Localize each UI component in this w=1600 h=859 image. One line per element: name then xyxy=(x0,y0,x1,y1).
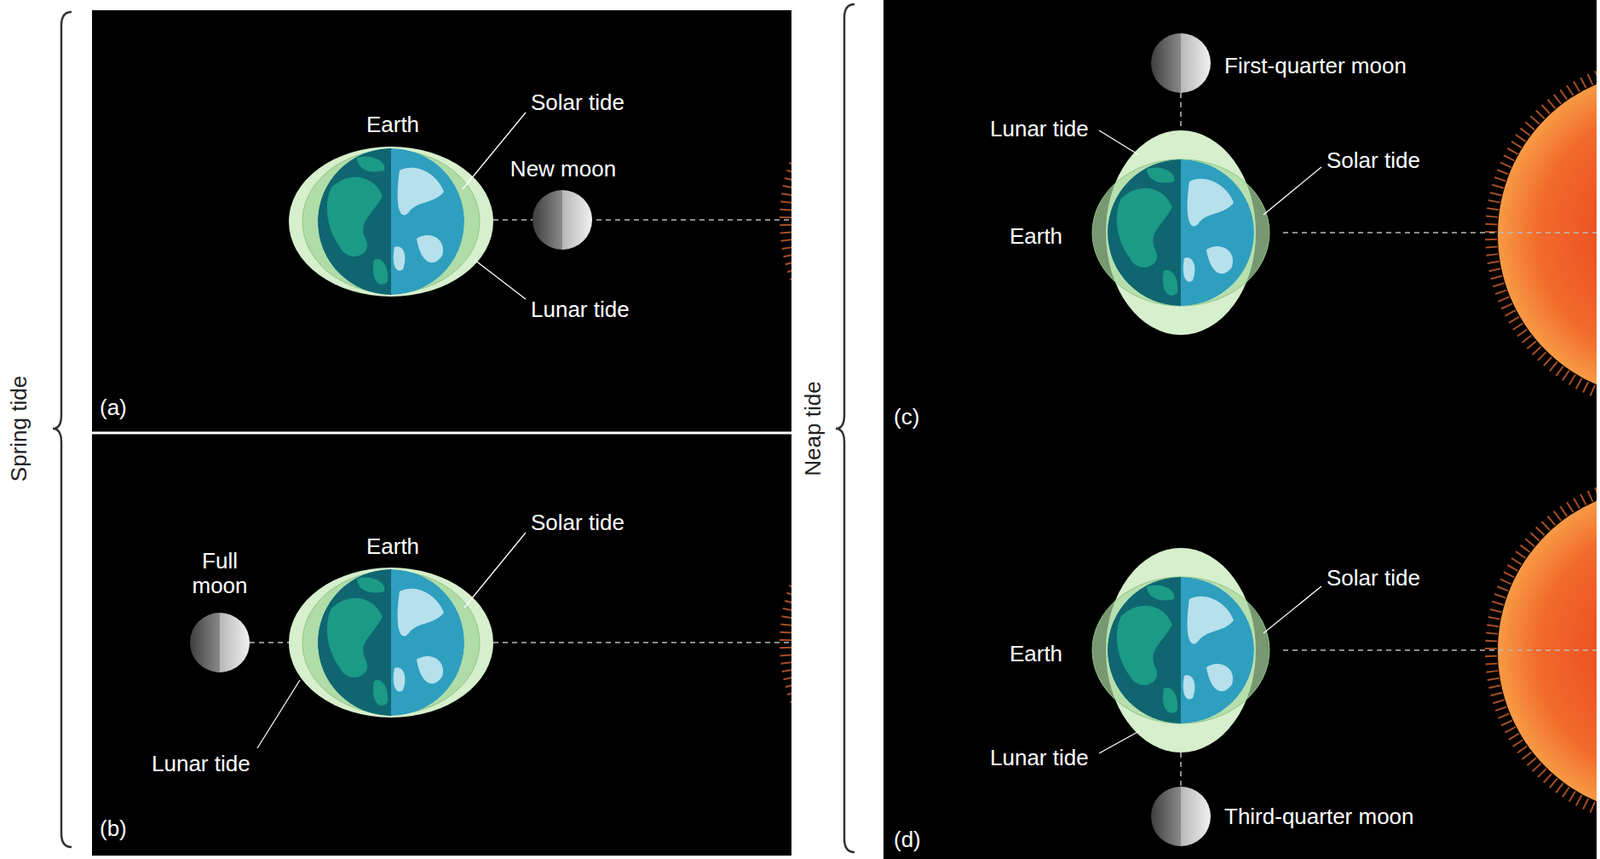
earth xyxy=(317,148,465,295)
figure-panel: (d) xyxy=(883,429,1597,859)
panel-letter: (a) xyxy=(99,395,127,421)
figure-panel: (a) xyxy=(92,10,792,433)
lunar-tide-bulge xyxy=(1105,547,1256,753)
lunar-tide-bulge xyxy=(288,146,494,297)
tide-label: Lunar tide xyxy=(530,297,630,323)
panel-letter: (b) xyxy=(99,816,127,841)
moon-phase-label: Full moon xyxy=(177,548,263,598)
bracket-label: Neap tide xyxy=(800,380,826,476)
bracket-label: Spring tide xyxy=(6,375,32,482)
moon-phase-label: Third-quarter moon xyxy=(1224,804,1415,829)
tide-label: Lunar tide xyxy=(989,745,1089,771)
panel-ground xyxy=(883,0,1597,430)
lunar-tide-bulge xyxy=(1105,130,1256,335)
body-label: Earth xyxy=(366,534,420,559)
spring-bracket xyxy=(52,11,72,847)
moon xyxy=(189,612,250,673)
sun xyxy=(1490,480,1597,822)
figure-panel: (b) xyxy=(92,432,792,856)
body-label: Earth xyxy=(366,112,420,138)
solar-tide-bulge xyxy=(1092,159,1270,306)
panel-letter: (d) xyxy=(893,827,921,852)
sun xyxy=(1490,63,1597,405)
panel-ground xyxy=(883,429,1597,859)
tide-label: Solar tide xyxy=(530,510,625,536)
tide-label: Solar tide xyxy=(1326,148,1421,173)
moon xyxy=(1151,786,1211,847)
solar-tide-bulge xyxy=(1092,576,1270,724)
moon xyxy=(1151,33,1211,93)
panel-letter: (c) xyxy=(893,404,920,430)
earth xyxy=(1107,576,1255,724)
panel-ground xyxy=(92,432,792,856)
tide-label: Lunar tide xyxy=(989,116,1089,142)
moon-phase-label: First-quarter moon xyxy=(1224,53,1407,79)
neap-bracket xyxy=(835,4,855,852)
tide-label: Solar tide xyxy=(530,90,625,116)
earth xyxy=(317,569,465,716)
moon xyxy=(532,189,593,250)
lunar-tide-bulge xyxy=(288,567,494,718)
tide-label: Solar tide xyxy=(1326,565,1421,591)
moon-phase-label: New moon xyxy=(510,156,616,182)
panel-ground xyxy=(92,10,792,433)
earth xyxy=(1107,159,1255,306)
body-label: Earth xyxy=(1009,641,1063,667)
body-label: Earth xyxy=(1009,224,1063,249)
tide-label: Lunar tide xyxy=(151,751,251,777)
